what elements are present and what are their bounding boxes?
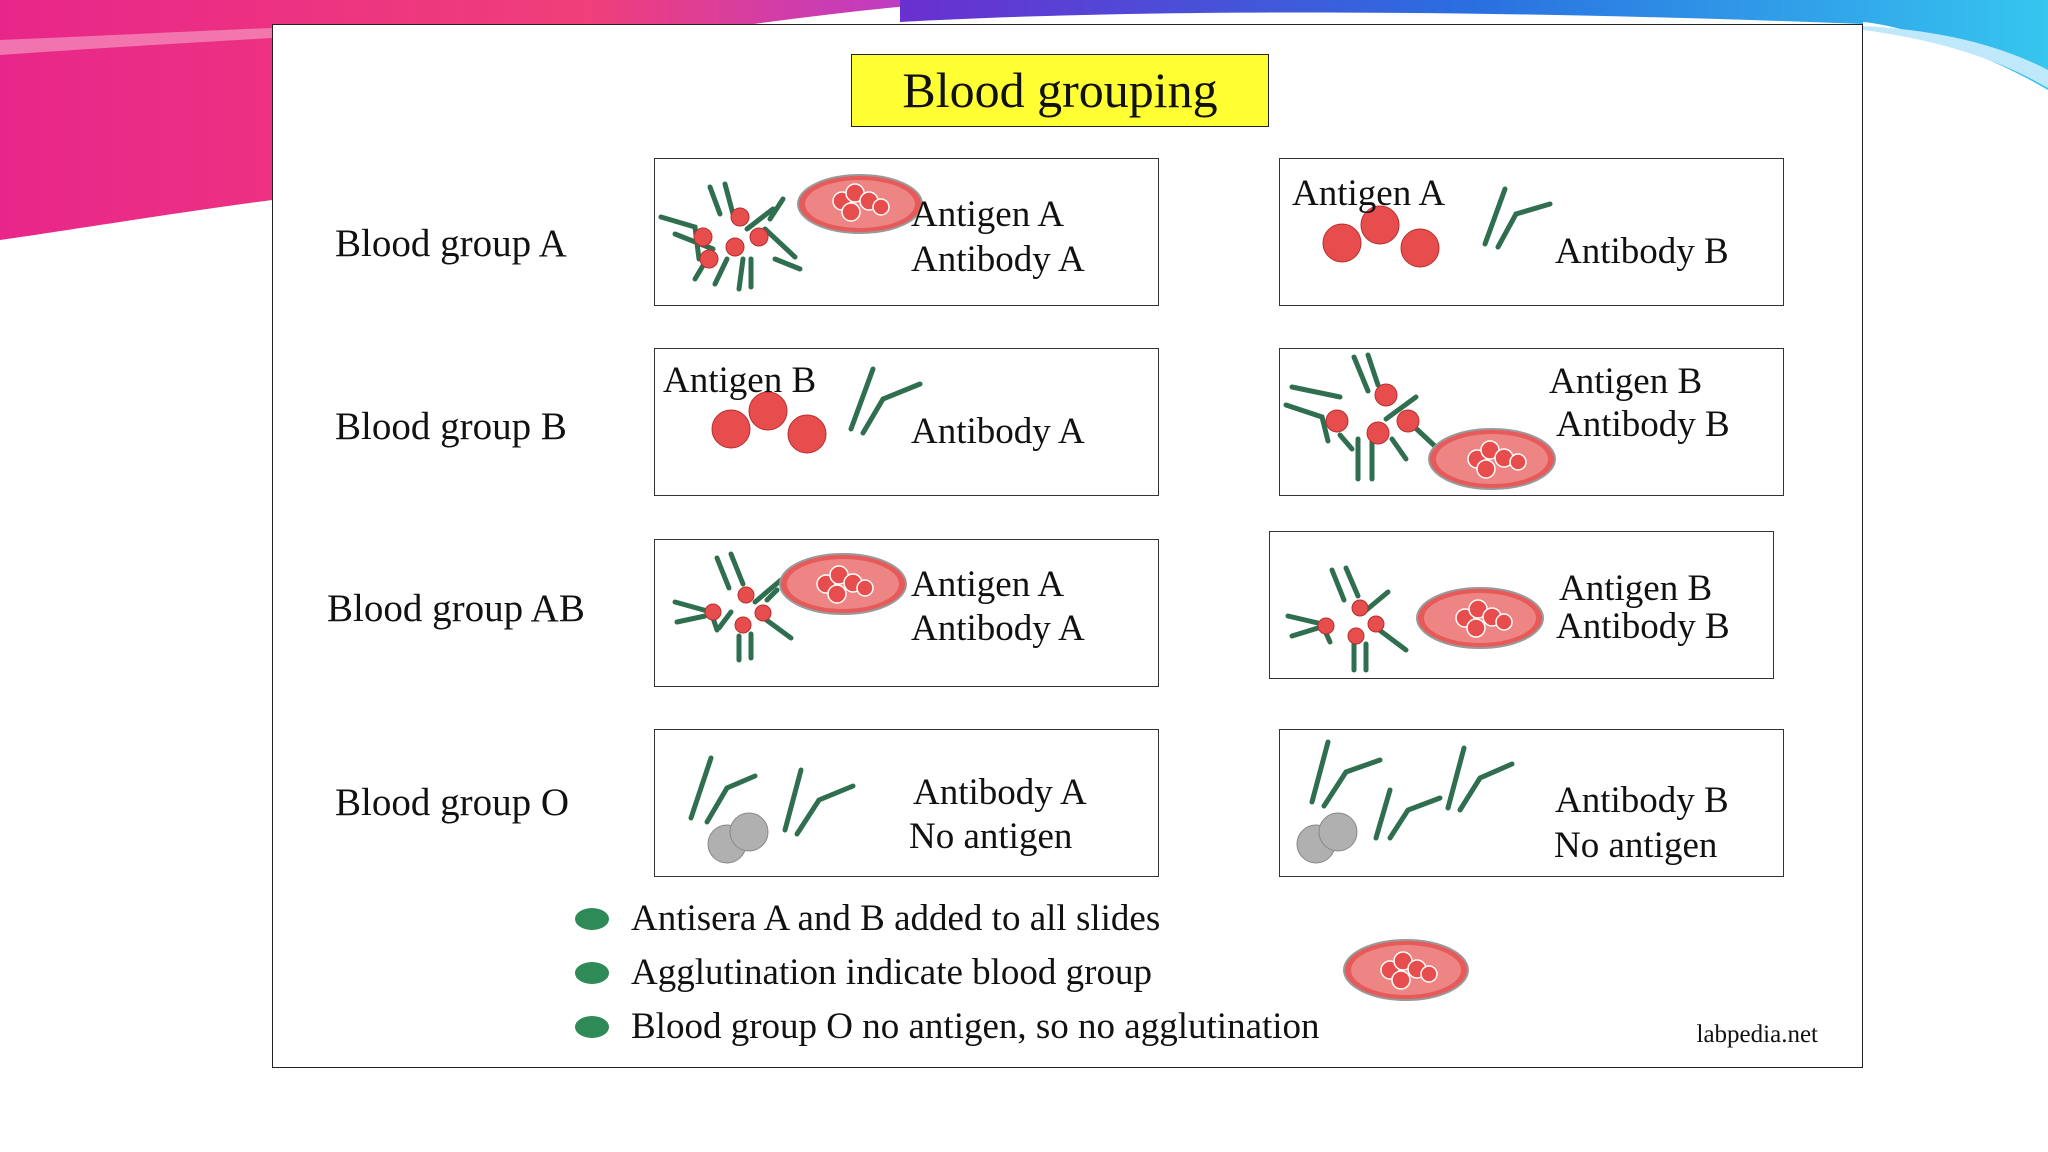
box-label-line2: Antibody B [1556, 606, 1730, 647]
box-label-line2: Antibody A [911, 239, 1085, 280]
row-label-group-ab: Blood group AB [327, 587, 585, 630]
box-label-line2: Antibody A [911, 608, 1085, 649]
bullet-icon [575, 1016, 609, 1038]
box-group-b-antisera-b: Antigen B Antibody B [1279, 348, 1784, 496]
box-label-line2: No antigen [1554, 825, 1718, 866]
box-label-line2: Antibody B [1556, 404, 1730, 445]
legend-text: Blood group O no antigen, so no agglutin… [631, 1006, 1320, 1047]
box-label-line2: Antibody A [911, 411, 1085, 452]
legend-text: Antisera A and B added to all slides [631, 898, 1161, 939]
box-group-ab-antisera-b: Antigen B Antibody B [1269, 531, 1774, 679]
box-group-a-antisera-a: Antigen A Antibody A [654, 158, 1159, 306]
no-agglutination-illustration [688, 755, 856, 864]
box-label-line1: Antigen A [1292, 173, 1446, 214]
agglutination-illustration [672, 551, 907, 663]
box-group-a-antisera-b: Antigen A Antibody B [1279, 158, 1784, 306]
box-label-line2: No antigen [909, 816, 1073, 857]
box-label-line2: Antibody B [1555, 231, 1729, 272]
source-credit: labpedia.net [1696, 1021, 1818, 1048]
bullet-icon [575, 962, 609, 984]
agglutination-illustration [1285, 565, 1544, 673]
box-group-ab-antisera-a: Antigen A Antibody A [654, 539, 1159, 687]
box-label-line1: Antigen A [911, 194, 1065, 235]
row-label-group-a: Blood group A [335, 222, 567, 265]
box-group-o-antisera-a: Antibody A No antigen [654, 729, 1159, 877]
no-agglutination-illustration [1296, 739, 1515, 864]
legend-text: Agglutination indicate blood group [631, 952, 1152, 993]
box-label-line1: Antigen B [1549, 361, 1703, 402]
legend-item: Agglutination indicate blood group [575, 951, 1152, 994]
diagram-frame: Blood grouping Blood group A Blood group… [272, 24, 1863, 1068]
box-label-line1: Antigen B [1559, 568, 1713, 609]
agglutination-legend-icon [1343, 939, 1469, 1001]
row-label-group-b: Blood group B [335, 405, 567, 448]
legend-item: Antisera A and B added to all slides [575, 897, 1161, 940]
agglutination-illustration [658, 174, 923, 292]
agglutination-illustration [1283, 352, 1556, 490]
box-group-o-antisera-b: Antibody B No antigen [1279, 729, 1784, 877]
diagram-title: Blood grouping [851, 54, 1269, 127]
no-agglutination-illustration [1322, 186, 1553, 268]
row-label-group-o: Blood group O [335, 781, 569, 824]
box-label-line1: Antigen B [663, 360, 817, 401]
no-agglutination-illustration [711, 366, 923, 454]
legend-item: Blood group O no antigen, so no agglutin… [575, 1005, 1320, 1048]
box-label-line1: Antibody B [1555, 780, 1729, 821]
box-group-b-antisera-a: Antigen B Antibody A [654, 348, 1159, 496]
bullet-icon [575, 908, 609, 930]
box-label-line1: Antibody A [913, 772, 1087, 813]
box-label-line1: Antigen A [911, 564, 1065, 605]
